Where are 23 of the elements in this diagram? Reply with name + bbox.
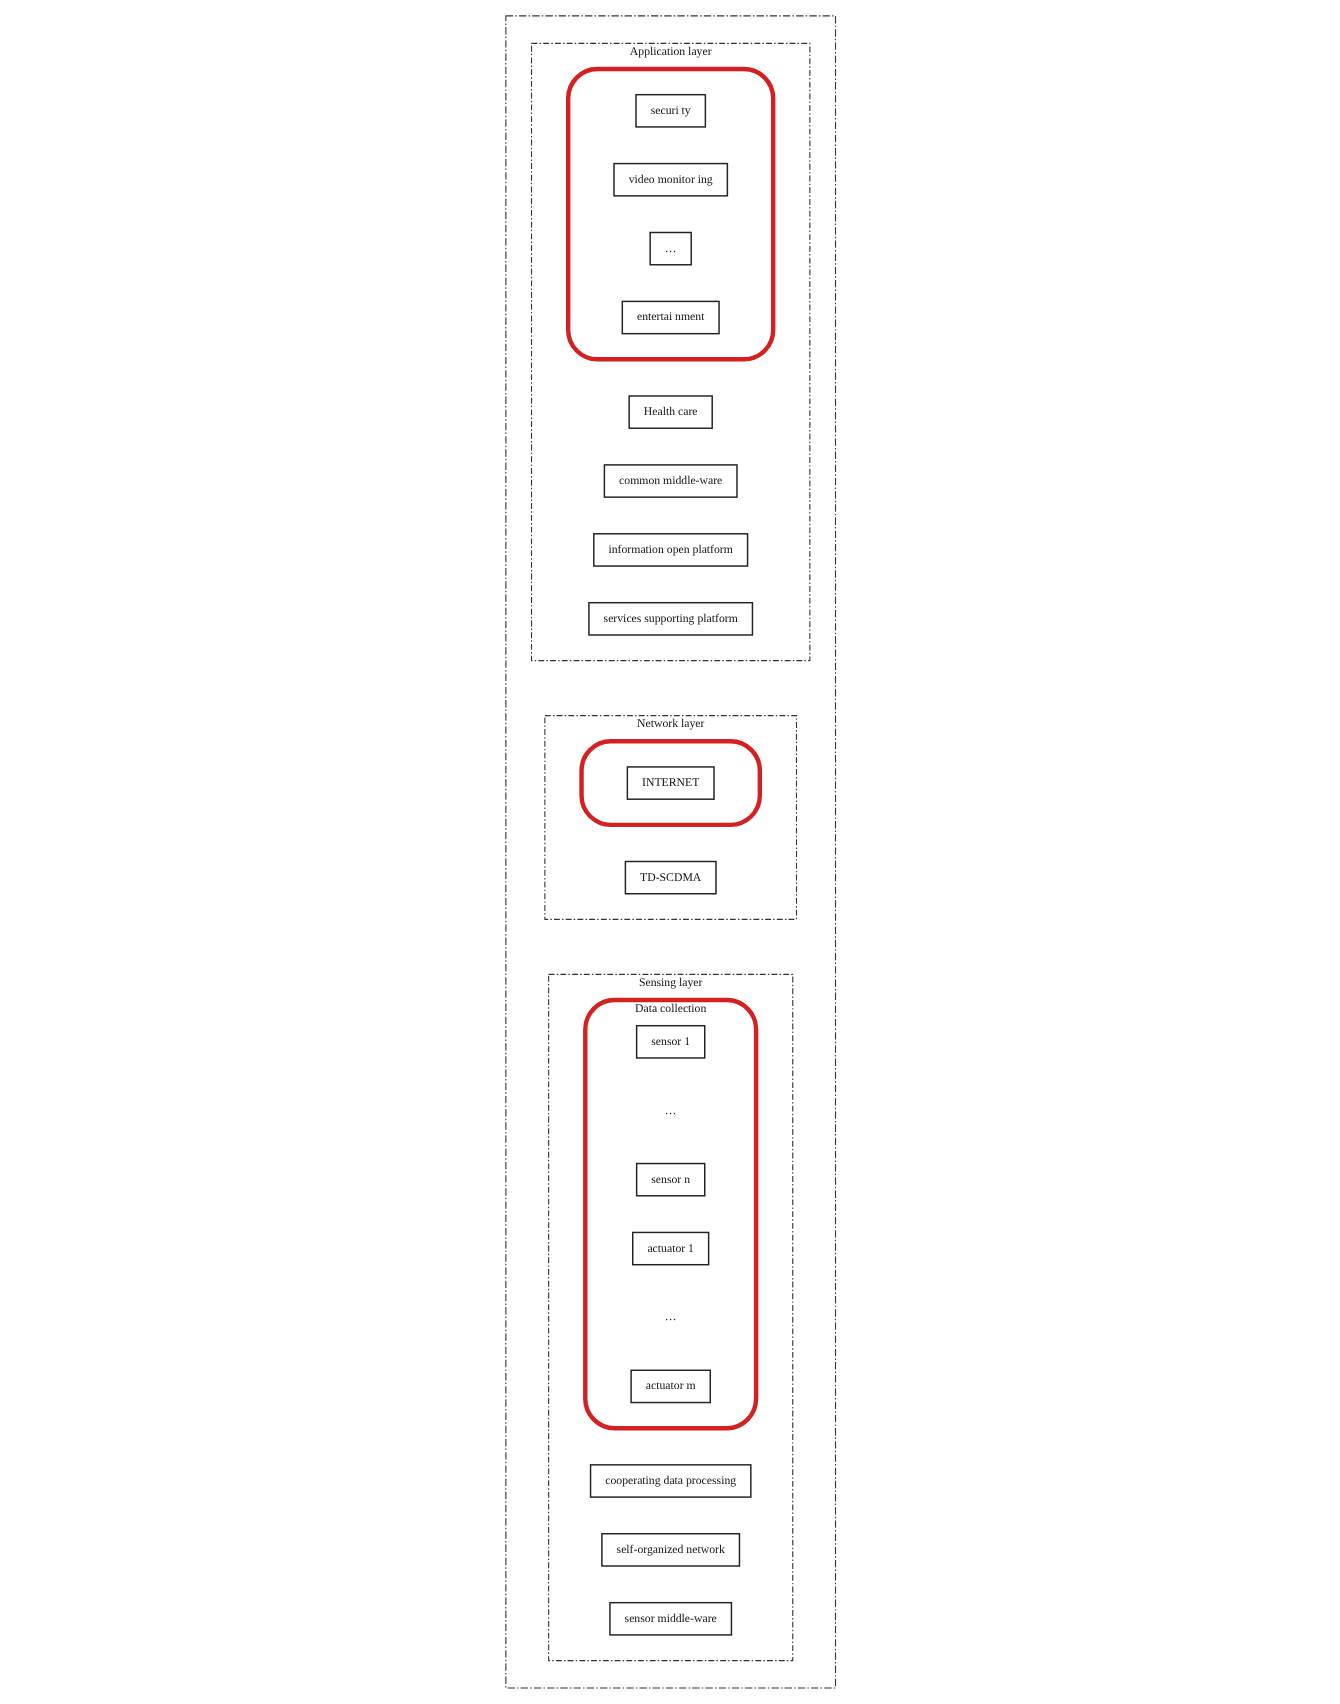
node-box bbox=[648, 231, 692, 266]
node-box bbox=[625, 766, 715, 800]
node-box bbox=[589, 1464, 751, 1498]
cluster bbox=[530, 42, 810, 662]
node-box bbox=[608, 1601, 732, 1636]
cluster bbox=[565, 66, 775, 362]
cluster bbox=[547, 973, 793, 1662]
cluster bbox=[543, 715, 797, 920]
node-box bbox=[620, 300, 720, 335]
cluster bbox=[578, 739, 762, 828]
cluster bbox=[582, 997, 758, 1431]
node-box bbox=[634, 93, 706, 128]
node-box bbox=[612, 162, 728, 197]
node-box bbox=[631, 1231, 709, 1266]
node-box bbox=[623, 860, 717, 895]
node-box bbox=[587, 602, 753, 636]
node-box bbox=[635, 1025, 705, 1059]
node-box bbox=[627, 395, 713, 429]
node-box bbox=[602, 464, 738, 498]
node-box bbox=[635, 1162, 705, 1197]
node-box bbox=[629, 1369, 711, 1404]
node-box bbox=[600, 1533, 740, 1567]
node-box bbox=[592, 533, 748, 567]
